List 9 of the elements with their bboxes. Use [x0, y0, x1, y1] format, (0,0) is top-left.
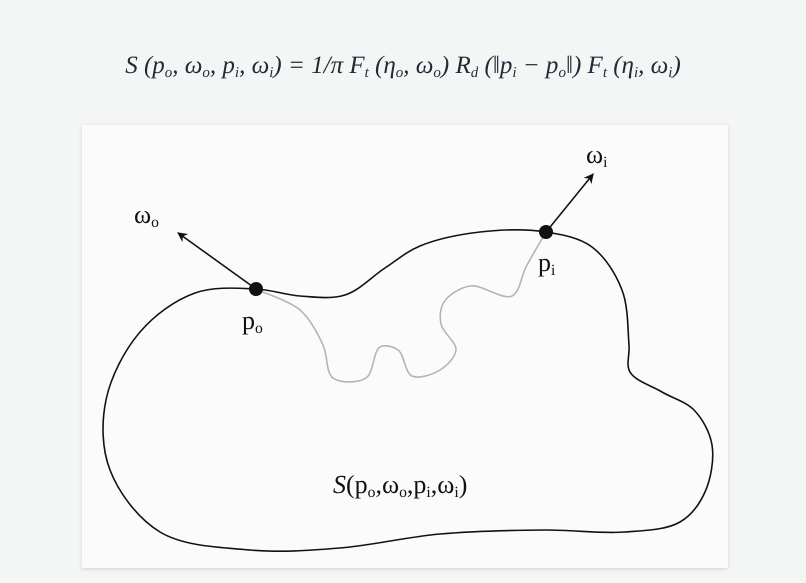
- scattering-path: [262, 238, 544, 383]
- symbol-label: ω$_{o}$: [134, 200, 159, 229]
- direction-vector-arrow: [550, 173, 594, 228]
- point-label: p$_{o}$: [242, 306, 263, 339]
- direction-vector-arrow: [177, 232, 251, 286]
- function-label: S(p$_{o}$,ω$_{o}$,p$_{i}$,ω$_{i}$): [333, 470, 468, 503]
- symbol-label: ω$_{i}$: [586, 140, 608, 169]
- equation: S (p$_{o}$, ω$_{o}$, p$_{i}$, ω$_{i}$) = 1/π F$_{t}$ (η$_{o}$, ω$_{o}$) R$_{d}$ (‖p$_{i}$ − p$_{o}$‖) F$_{t}$ (η$_{i}$, ω$_{i}$): [124, 52, 682, 82]
- point-label: p$_{i}$: [538, 248, 556, 281]
